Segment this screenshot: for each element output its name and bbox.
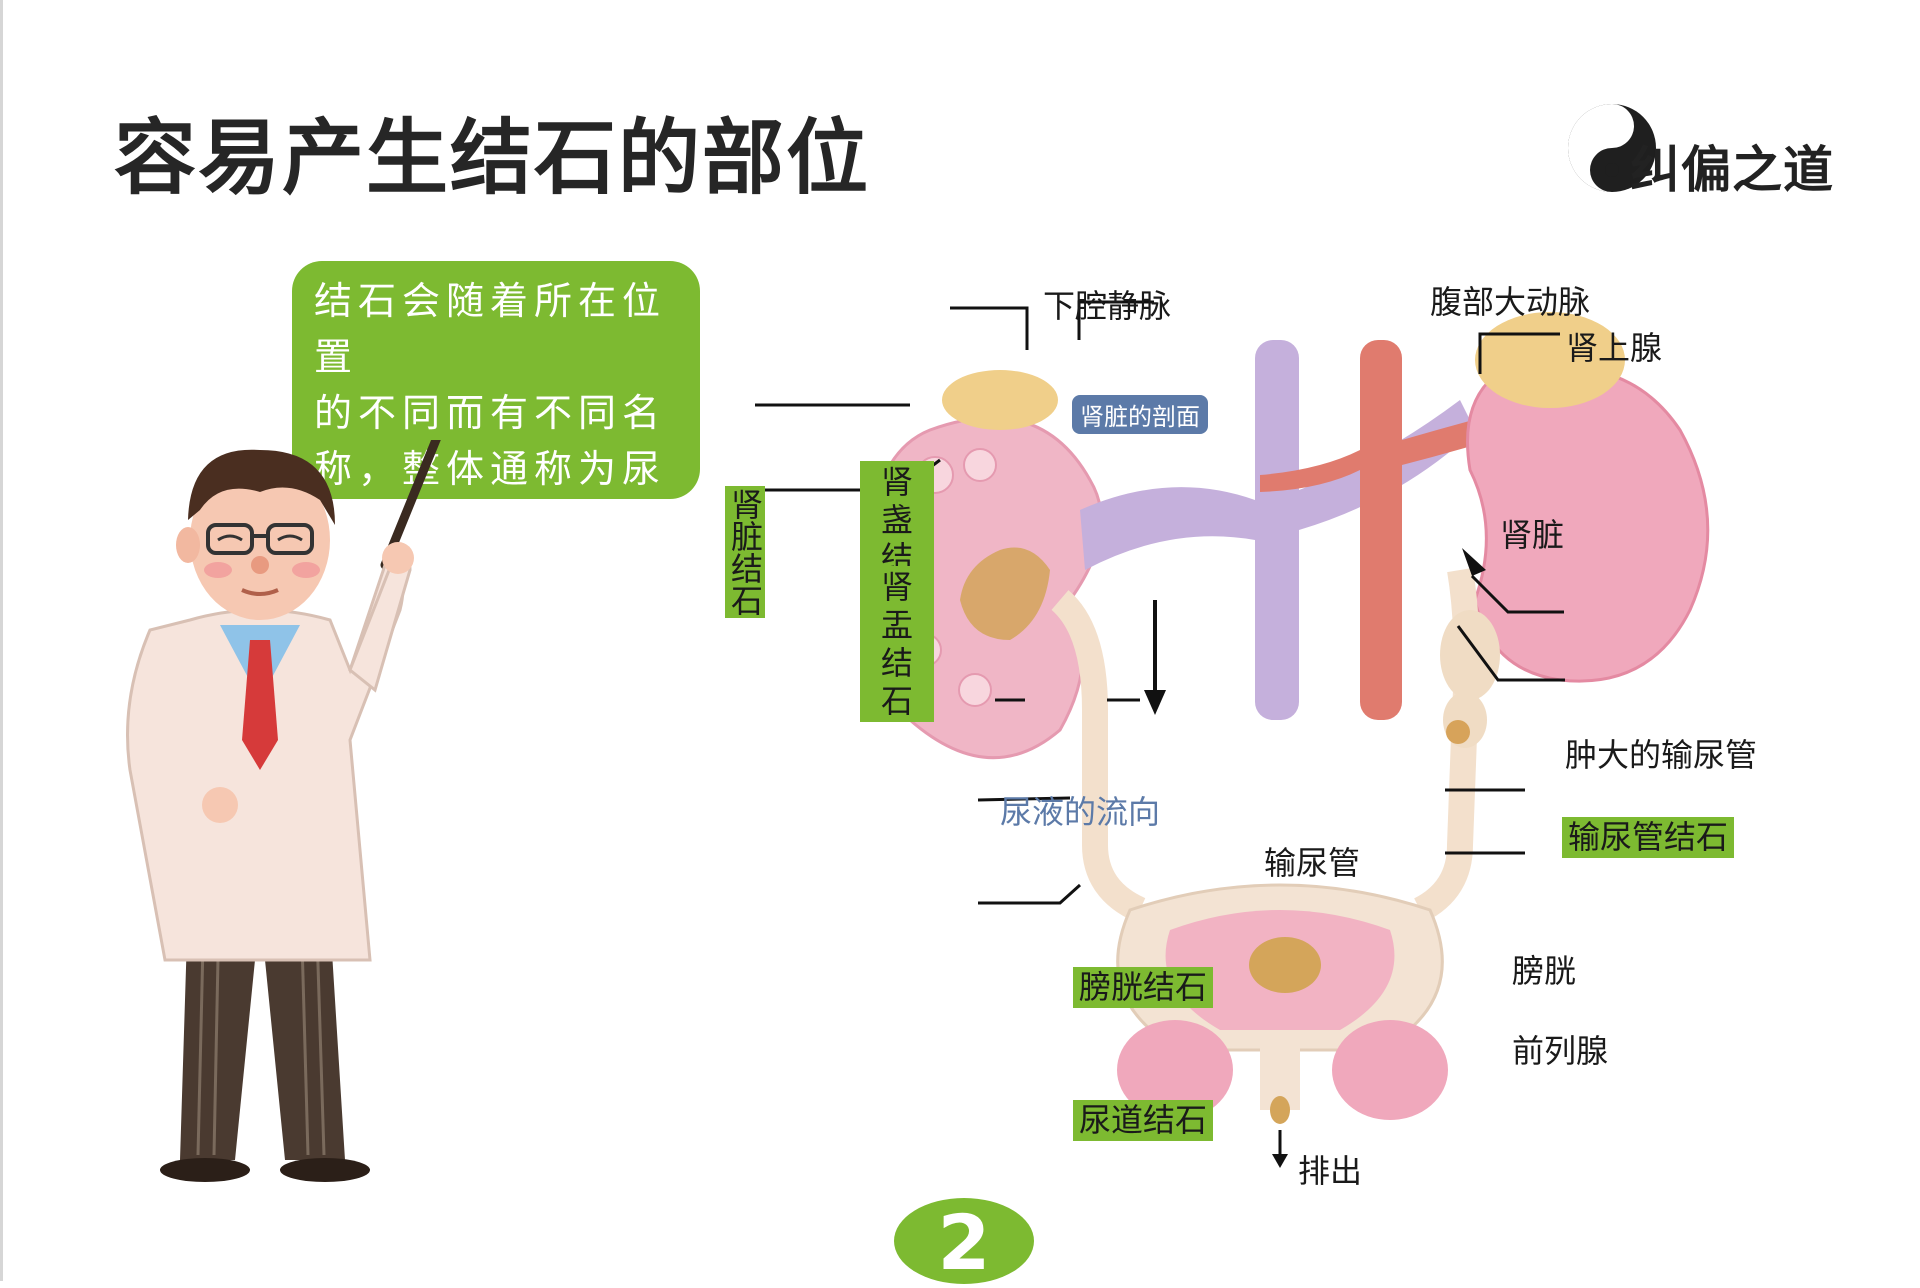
logo-text: 纠偏之道 <box>1630 141 1834 199</box>
label-kidney: 肾脏 <box>1500 516 1565 554</box>
label-bladder-stone: 膀胱结石 <box>1073 967 1214 1008</box>
label-bladder: 膀胱 <box>1512 952 1577 990</box>
kidney-shape <box>1466 366 1710 683</box>
label-swollen-ureter: 肿大的输尿管 <box>1565 736 1758 774</box>
label-pelvis-stone: 肾盂结石 <box>860 566 934 722</box>
label-prostate: 前列腺 <box>1512 1032 1609 1070</box>
label-urethra-stone: 尿道结石 <box>1073 1100 1214 1141</box>
doctor-illustration <box>126 440 441 1182</box>
yin-yang-logo-icon <box>1568 104 1656 192</box>
page-title: 容易产生结石的部位 <box>114 111 871 206</box>
speech-line: 的不同而有不同名 <box>314 391 667 435</box>
label-ureter-stone: 输尿管结石 <box>1562 817 1735 858</box>
label-kidney-section: 肾脏的剖面 <box>1072 395 1208 434</box>
speech-bubble: 结石会随着所在位置 的不同而有不同名 称，整体通称为尿路 结石 <box>292 261 700 603</box>
page-left-border <box>0 0 3 1281</box>
label-urine-flow: 尿液的流向 <box>1000 793 1161 831</box>
label-excrete: 排出 <box>1298 1152 1363 1190</box>
label-kidney-stone-group: 肾脏结石 <box>725 486 765 618</box>
label-adrenal: 肾上腺 <box>1566 329 1663 367</box>
label-ivc: 下腔静脉 <box>1043 287 1172 325</box>
label-ureter: 输尿管 <box>1264 844 1361 882</box>
page-number-badge: 2 <box>894 1198 1034 1287</box>
kidney-stone-group-text: 肾脏结石 <box>726 488 764 616</box>
label-aorta: 腹部大动脉 <box>1430 283 1591 321</box>
speech-line: 结石会随着所在位置 <box>314 279 667 379</box>
